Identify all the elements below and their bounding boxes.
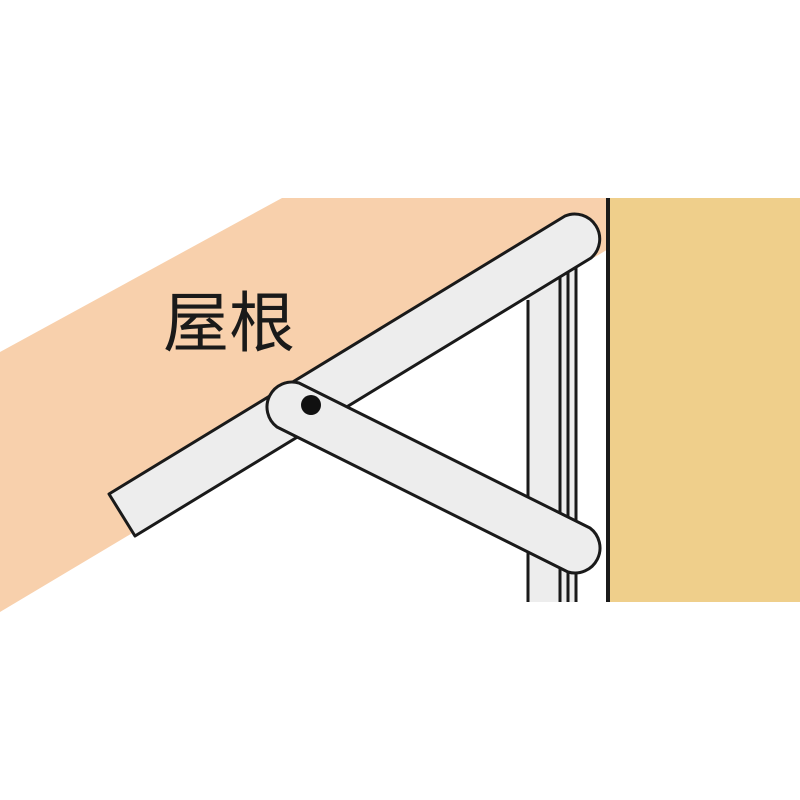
wall	[610, 198, 800, 602]
roof-label: 屋根	[163, 285, 295, 362]
upper-arm	[107, 212, 602, 538]
brace-arm	[265, 380, 602, 575]
pivot-pin	[301, 395, 321, 415]
